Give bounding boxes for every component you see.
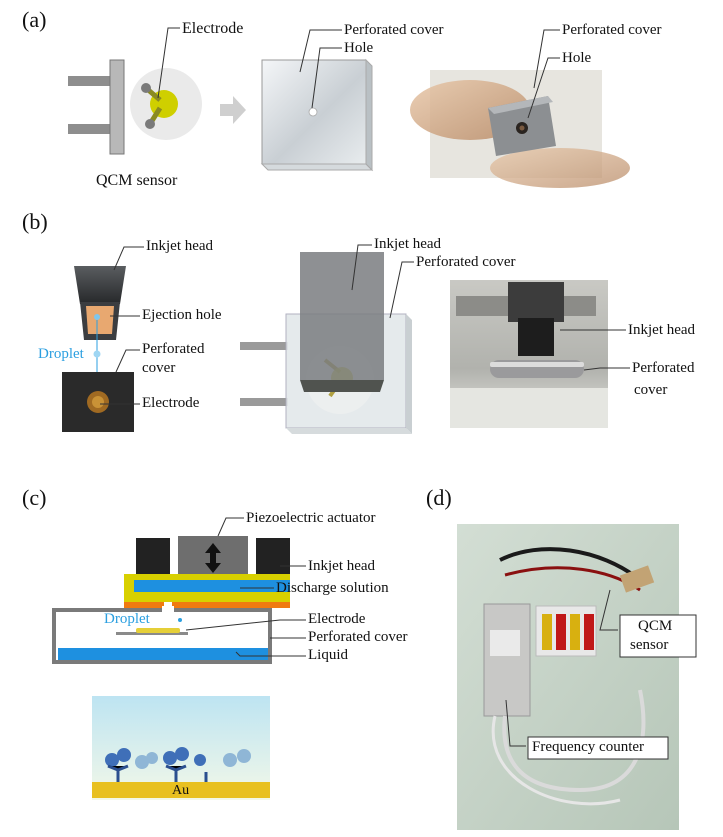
- label-discharge-solution: Discharge solution: [276, 580, 389, 596]
- label-perforated-cover-c: Perforated cover: [308, 629, 408, 645]
- label-inkjet-head-c: Inkjet head: [308, 558, 376, 574]
- label-qcm-d-line1: QCM: [638, 618, 673, 634]
- label-piezo-actuator: Piezoelectric actuator: [246, 510, 376, 526]
- label-perforated-cover-a2: Perforated cover: [562, 22, 662, 38]
- label-perforated-cover-a1: Perforated cover: [344, 22, 444, 38]
- label-boxes: [527, 614, 697, 760]
- label-ejection-hole: Ejection hole: [142, 307, 222, 323]
- measurement-setup-photo: [457, 524, 679, 830]
- label-inkjet-head-b1: Inkjet head: [146, 238, 214, 254]
- label-electrode-c: Electrode: [308, 611, 366, 627]
- label-hole-a2: Hole: [562, 50, 592, 66]
- gold-surface-illustration: [92, 696, 270, 800]
- label-perforated-b1-line2: cover: [142, 360, 176, 376]
- perforated-cover-photo: [410, 70, 630, 188]
- label-qcm-sensor-a: QCM sensor: [96, 172, 178, 189]
- panel-label-c: (c): [22, 485, 47, 510]
- label-droplet-b: Droplet: [38, 346, 84, 362]
- inkjet-setup-photo: [450, 280, 608, 428]
- electrode-photo: [62, 372, 134, 432]
- inkjet-cross-section: [52, 536, 290, 664]
- label-perforated-b1-line1: Perforated: [142, 341, 205, 357]
- inkjet-cover-assembly-drawing: [240, 252, 412, 434]
- label-electrode-a: Electrode: [182, 20, 244, 37]
- panel-label-d: (d): [426, 485, 452, 510]
- qcm-sensor-drawing: [68, 59, 202, 155]
- label-perforated-cover-b2: Perforated cover: [416, 254, 516, 270]
- label-inkjet-head-b3: Inkjet head: [628, 322, 696, 338]
- label-au: Au: [172, 783, 190, 798]
- perforated-cover-drawing: [260, 58, 374, 172]
- label-hole-a1: Hole: [344, 40, 374, 56]
- panel-label-b: (b): [22, 209, 48, 234]
- panel-label-a: (a): [22, 7, 47, 32]
- leader-lines: [100, 27, 630, 747]
- label-electrode-b: Electrode: [142, 395, 200, 411]
- label-frequency-counter: Frequency counter: [532, 739, 645, 755]
- label-inkjet-head-b2: Inkjet head: [374, 236, 442, 252]
- label-liquid-c: Liquid: [308, 647, 348, 663]
- label-qcm-d-line2: sensor: [630, 637, 669, 653]
- inkjet-head-drawing: [74, 266, 126, 374]
- arrow-right-icon: [220, 96, 246, 124]
- label-perforated-b3-line1: Perforated: [632, 360, 695, 376]
- label-perforated-b3-line2: cover: [634, 382, 668, 398]
- label-droplet-c: Droplet: [104, 611, 150, 627]
- droplet-marker: [178, 618, 182, 622]
